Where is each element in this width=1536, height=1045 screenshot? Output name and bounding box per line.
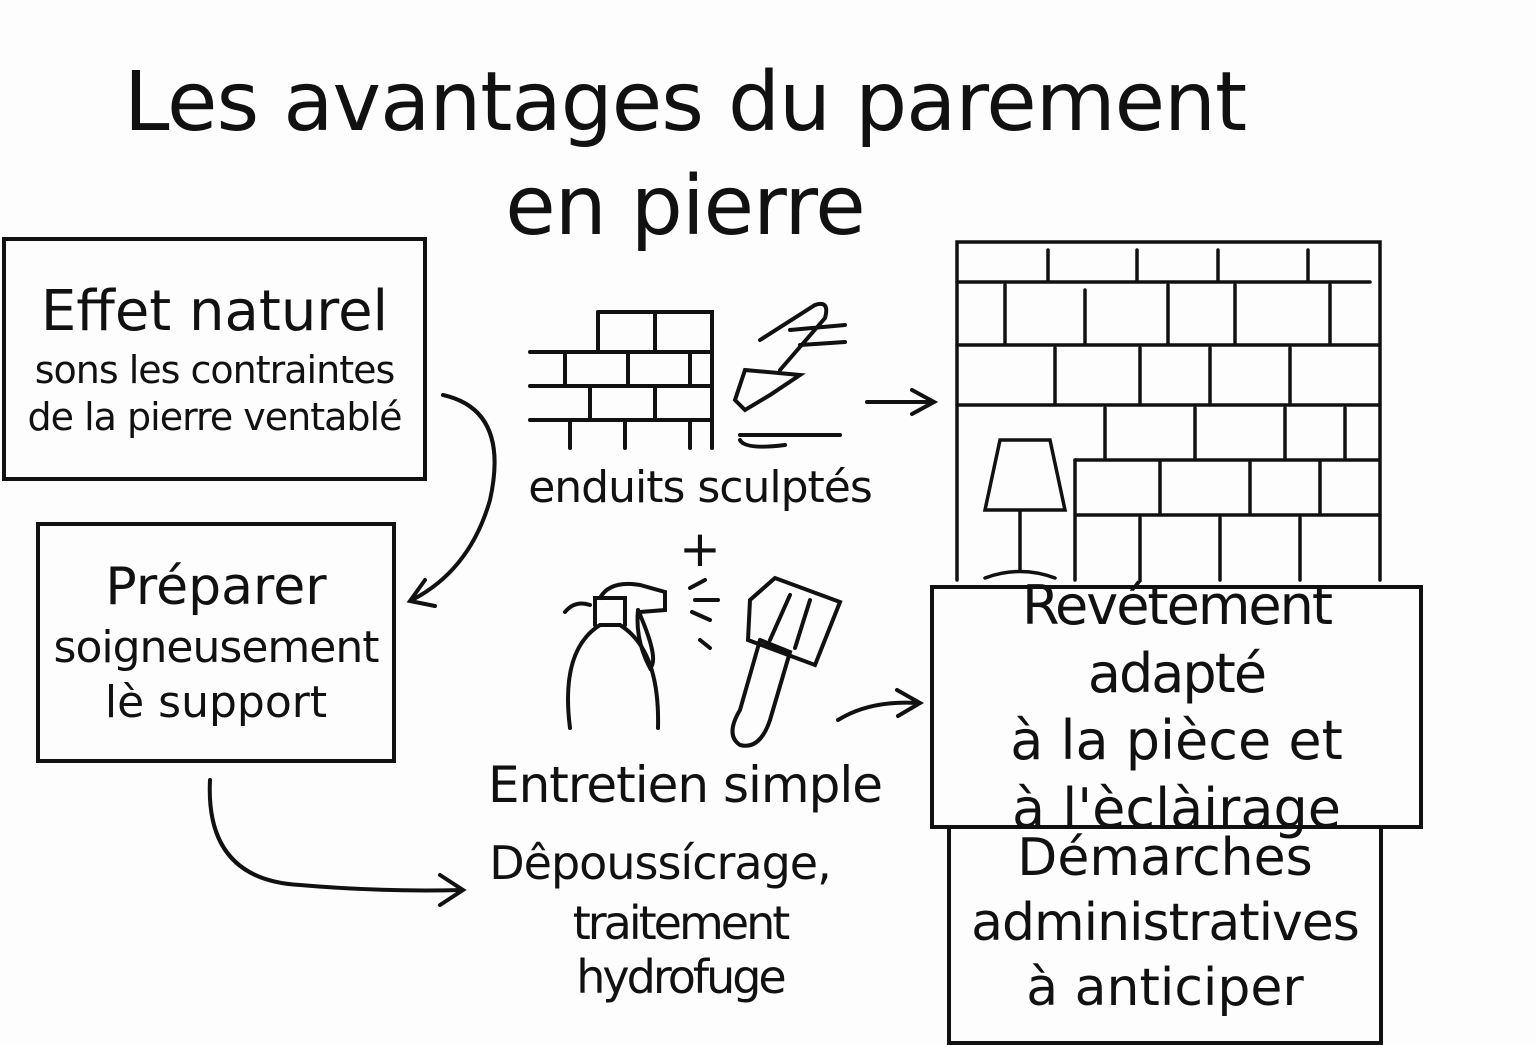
entretien-heading: Entretien simple [488,756,883,814]
drawings [207,240,1382,907]
entretien-line3: traitement hydrofuge [572,896,791,1004]
plus-sign: + [679,520,721,578]
box-demarches: Démarches administratives à anticiper [947,825,1383,1045]
box-effet-heading: Effet naturel [40,278,389,344]
box-revetement-line3: à l'èclàirage [1012,776,1341,840]
box-effet-line2: sons les contraintes [34,347,396,392]
box-preparer-line1: Préparer [105,557,327,617]
stone-wall-panel [955,240,1382,582]
arrow-icon [836,688,924,722]
box-effet-naturel: Effet naturel sons les contraintes de la… [2,237,427,481]
box-revetement: Revétement adapté à la pièce et à l'èclà… [930,574,1423,840]
brick-wall-icon [528,310,714,450]
lamp-icon [982,438,1068,580]
enduits-label: enduits sculptés [528,462,873,513]
box-demarches-line3: à anticiper [1026,957,1304,1018]
box-preparer: Préparer soigneusement lè support [36,522,396,763]
arrow-icon [865,388,939,416]
title-line-1: Les avantages du parement [123,55,1247,150]
box-preparer-line3: lè support [104,677,328,728]
box-effet-line3: de la pierre ventablé [27,395,403,439]
box-preparer-line2: soigneusement [53,622,380,673]
arrow-icon [207,778,467,907]
trowel-icon [732,301,847,449]
box-demarches-line1: Démarches [1017,827,1313,888]
title-line-2: en pierre [505,159,865,254]
box-revetement-line1: Revétement adapté [1021,574,1333,705]
spray-bottle-icon [563,578,720,730]
entretien-line2: Dêpoussícrage, [489,836,831,890]
arrow-icon [406,393,497,608]
box-demarches-line2: administratives [971,892,1360,953]
box-revetement-line2: à la pièce et [1010,709,1343,772]
paint-brush-icon [730,575,843,748]
